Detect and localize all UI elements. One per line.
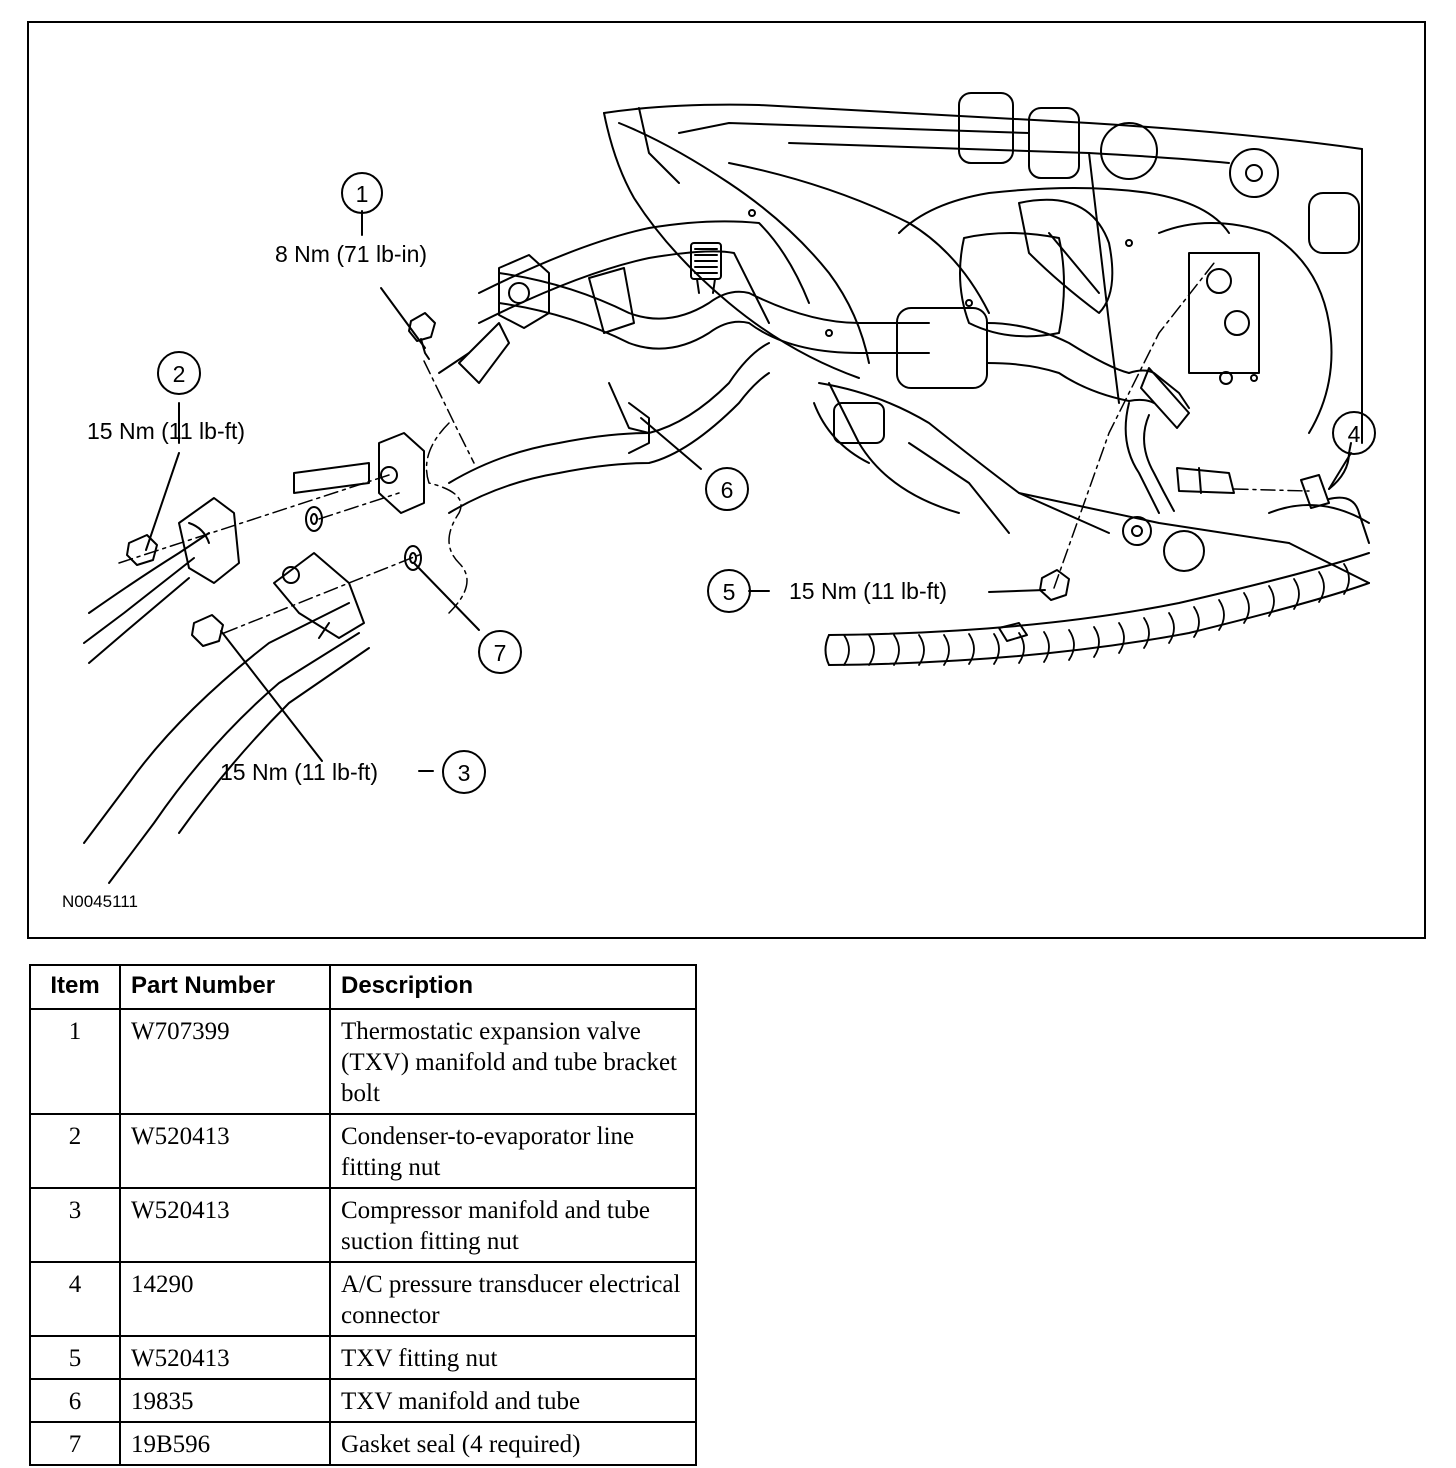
- callout-7: 7: [478, 630, 522, 674]
- callout-4: 4: [1332, 411, 1376, 455]
- header-item: Item: [29, 964, 121, 1010]
- row-item: 4: [29, 1261, 121, 1337]
- parts-table: Item Part Number Description 1 W707399 T…: [29, 964, 697, 1466]
- header-part-number: Part Number: [119, 964, 331, 1010]
- table-row: 2 W520413 Condenser-to-evaporator line f…: [29, 1113, 697, 1189]
- table-header-row: Item Part Number Description: [29, 964, 697, 1010]
- header-description: Description: [329, 964, 697, 1010]
- figure-id: N0045111: [62, 892, 138, 911]
- condenser-and-compressor-lines-illustration: [83, 312, 436, 884]
- callout-leaders: [145, 210, 1352, 772]
- callout-1-torque: 8 Nm (71 lb-in): [275, 241, 427, 267]
- row-description: TXV manifold and tube: [329, 1378, 697, 1423]
- callout-6: 6: [705, 467, 749, 511]
- row-part-number: W520413: [119, 1113, 331, 1189]
- row-part-number: W707399: [119, 1008, 331, 1115]
- callout-3: 3 15 Nm (11 lb-ft): [220, 750, 486, 794]
- assembly-centerlines: [118, 262, 1310, 634]
- row-description: Gasket seal (4 required): [329, 1421, 697, 1466]
- row-part-number: W520413: [119, 1187, 331, 1263]
- table-row: 3 W520413 Compressor manifold and tube s…: [29, 1187, 697, 1263]
- callout-1: 1 8 Nm (71 lb-in): [275, 172, 427, 267]
- row-description: Condenser-to-evaporator line fitting nut: [329, 1113, 697, 1189]
- table-row: 5 W520413 TXV fitting nut: [29, 1335, 697, 1380]
- row-item: 3: [29, 1187, 121, 1263]
- dash-panel-illustration: [603, 92, 1370, 584]
- row-description: Compressor manifold and tube suction fit…: [329, 1187, 697, 1263]
- row-item: 1: [29, 1008, 121, 1115]
- diagram-figure: 1 8 Nm (71 lb-in) 2 15 Nm (11 lb-ft) 3 1…: [27, 21, 1426, 939]
- table-row: 1 W707399 Thermostatic expansion valve (…: [29, 1008, 697, 1115]
- row-description: Thermostatic expansion valve (TXV) manif…: [329, 1008, 697, 1115]
- row-part-number: 19835: [119, 1378, 331, 1423]
- row-part-number: 14290: [119, 1261, 331, 1337]
- callout-5: 5 15 Nm (11 lb-ft): [707, 569, 947, 613]
- table-row: 6 19835 TXV manifold and tube: [29, 1378, 697, 1423]
- callout-3-torque: 15 Nm (11 lb-ft): [220, 759, 378, 785]
- row-part-number: W520413: [119, 1335, 331, 1380]
- row-item: 2: [29, 1113, 121, 1189]
- callout-4-number: 4: [1348, 421, 1361, 447]
- diagram-drawing: 1 8 Nm (71 lb-in) 2 15 Nm (11 lb-ft) 3 1…: [62, 92, 1376, 911]
- row-part-number: 19B596: [119, 1421, 331, 1466]
- row-item: 7: [29, 1421, 121, 1466]
- callout-2-number: 2: [173, 361, 186, 387]
- txv-manifold-tube-illustration: [293, 220, 1235, 514]
- callout-5-number: 5: [723, 579, 736, 605]
- callout-5-torque: 15 Nm (11 lb-ft): [789, 578, 947, 604]
- pressure-transducer-connector-illustration: [1300, 442, 1370, 544]
- callout-1-number: 1: [356, 181, 369, 207]
- callout-2: 2 15 Nm (11 lb-ft): [87, 351, 245, 444]
- callout-3-number: 3: [458, 760, 471, 786]
- corrugated-hose-illustration: [824, 552, 1370, 666]
- table-row: 7 19B596 Gasket seal (4 required): [29, 1421, 697, 1466]
- row-description: TXV fitting nut: [329, 1335, 697, 1380]
- callout-7-number: 7: [494, 640, 507, 666]
- row-item: 5: [29, 1335, 121, 1380]
- row-item: 6: [29, 1378, 121, 1423]
- row-description: A/C pressure transducer electrical conne…: [329, 1261, 697, 1337]
- callout-6-number: 6: [721, 477, 734, 503]
- txv-fitting-nut-5-illustration: [998, 569, 1070, 642]
- table-row: 4 14290 A/C pressure transducer electric…: [29, 1261, 697, 1337]
- callout-2-torque: 15 Nm (11 lb-ft): [87, 418, 245, 444]
